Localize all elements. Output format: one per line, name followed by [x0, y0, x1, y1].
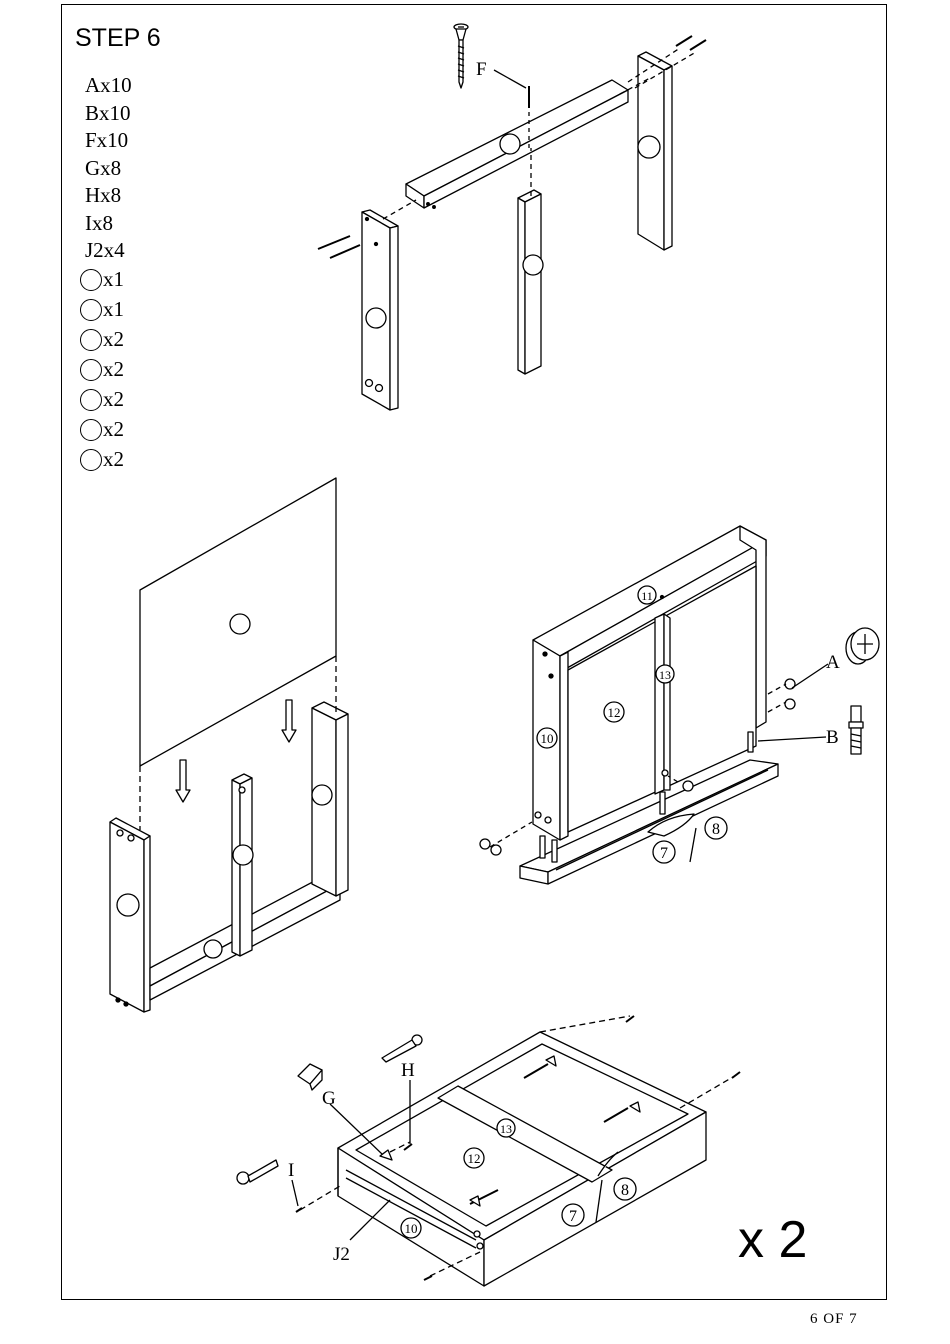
screw-h-icon	[382, 1035, 422, 1062]
callout-j2: J2	[333, 1244, 350, 1265]
svg-text:10: 10	[541, 731, 554, 746]
part-number-drawer-side: 10	[401, 1218, 421, 1238]
svg-text:7: 7	[660, 845, 668, 862]
callout-b: B	[826, 727, 839, 748]
back-panel	[140, 478, 336, 766]
middle-frame-assembly: A B 11 13 12 10 7 8	[480, 526, 879, 884]
screw-i-icon	[237, 1160, 278, 1184]
callout-i: I	[288, 1160, 294, 1181]
part-number-drawer-bottom: 8	[614, 1178, 636, 1200]
svg-text:8: 8	[712, 821, 720, 838]
top-rail-panel	[406, 80, 628, 208]
svg-text:10: 10	[405, 1221, 418, 1236]
svg-text:13: 13	[500, 1122, 512, 1136]
leader-line	[292, 1180, 298, 1206]
back-panel-insertion	[110, 478, 348, 1012]
svg-text:8: 8	[621, 1182, 629, 1199]
svg-text:7: 7	[569, 1208, 577, 1225]
svg-text:12: 12	[608, 705, 621, 720]
drawer-box	[338, 1032, 706, 1286]
part-number-frame-side: 10	[537, 728, 557, 748]
callout-h: H	[401, 1060, 415, 1081]
part-number-frame-panel: 12	[604, 702, 624, 722]
left-leg-panel	[362, 210, 398, 410]
part-number-frame-bottom: 8	[705, 817, 727, 839]
part-number-frame-divider: 13	[656, 665, 674, 683]
middle-post-panel	[518, 190, 543, 374]
part-number-drawer-divider: 13	[497, 1119, 515, 1137]
drawer-assembly: G H I J2 13 12 10 7 8	[237, 1016, 740, 1286]
top-frame-assembly: F	[318, 24, 706, 410]
callout-a: A	[826, 652, 840, 673]
right-leg-panel	[638, 52, 672, 250]
svg-text:13: 13	[659, 668, 671, 682]
svg-text:11: 11	[641, 589, 653, 603]
part-number-drawer-front: 7	[562, 1204, 584, 1226]
screw-f-icon	[454, 24, 468, 88]
callout-f: F	[476, 59, 487, 80]
part-number-drawer-panel: 12	[464, 1148, 484, 1168]
quantity-multiplier: x 2	[738, 1210, 807, 1270]
part-number-frame-top: 11	[638, 586, 656, 604]
cam-bolt-b-icon	[849, 706, 863, 754]
part-number-frame-front: 7	[653, 841, 675, 863]
svg-text:12: 12	[468, 1151, 481, 1166]
leader-line	[494, 70, 526, 88]
leader-line	[690, 828, 696, 862]
leader-line	[792, 664, 828, 688]
leader-line	[758, 737, 826, 741]
cam-lock-a-icon	[846, 628, 879, 664]
page-number: 6 OF 7	[810, 1311, 858, 1328]
callout-g: G	[322, 1088, 336, 1109]
